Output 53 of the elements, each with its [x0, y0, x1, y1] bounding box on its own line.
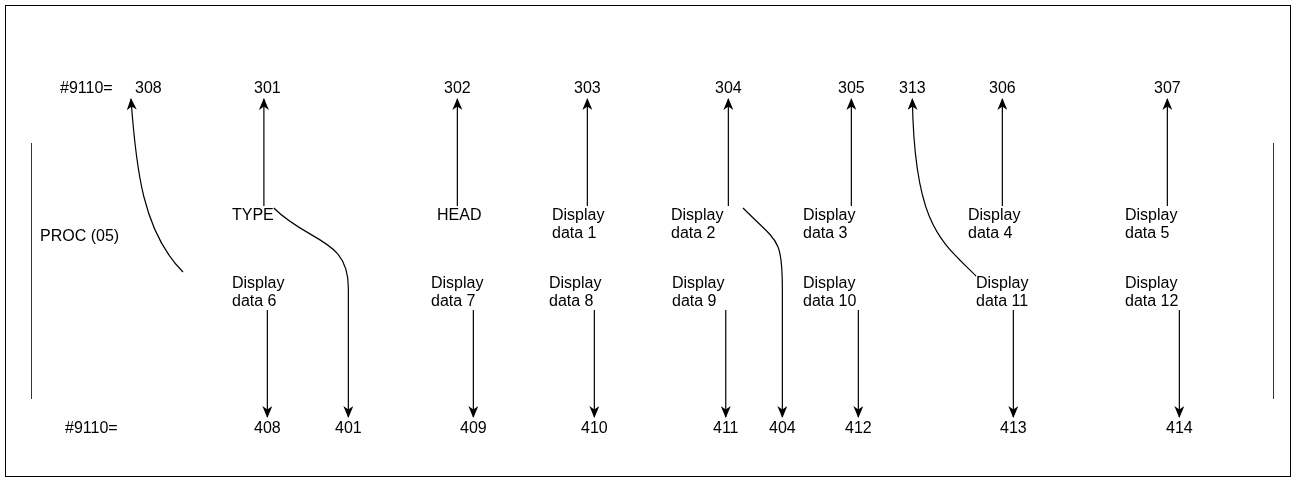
reference-number: 413	[1000, 419, 1027, 437]
data-label: Display data 3	[803, 206, 875, 242]
data-label: Display data 4	[968, 206, 1040, 242]
reference-number: 410	[581, 419, 608, 437]
reference-number: 414	[1166, 419, 1193, 437]
arrow	[1162, 98, 1173, 207]
data-label: Display data 7	[431, 274, 503, 310]
data-label: Display data 2	[671, 206, 743, 242]
arrow	[720, 309, 731, 418]
data-label: HEAD	[437, 206, 482, 224]
reference-number: 305	[838, 79, 865, 97]
arrow	[589, 309, 600, 418]
arrow	[468, 309, 479, 418]
arrow	[997, 98, 1008, 207]
data-label: Display data 9	[672, 274, 744, 310]
text-label: #9110=	[60, 79, 113, 97]
reference-number: 308	[135, 79, 162, 97]
reference-number: 306	[989, 79, 1016, 97]
data-label: Display data 12	[1125, 274, 1197, 310]
arrow	[846, 98, 857, 207]
arrow	[258, 98, 269, 207]
data-label: Display data 6	[232, 274, 304, 310]
data-label: TYPE	[232, 206, 274, 224]
reference-number: 303	[574, 79, 601, 97]
data-label: Display data 1	[552, 206, 624, 242]
arrow	[1008, 309, 1019, 418]
arrow	[1174, 309, 1185, 418]
data-label: Display data 8	[549, 274, 621, 310]
reference-number: 313	[899, 79, 926, 97]
arrow	[126, 98, 184, 273]
text-label: PROC (05)	[40, 227, 120, 245]
arrow	[273, 207, 354, 418]
arrow	[853, 309, 864, 418]
reference-number: 412	[845, 419, 872, 437]
data-label: Display data 5	[1125, 206, 1197, 242]
arrow	[262, 309, 273, 418]
text-label: #9110=	[65, 419, 118, 437]
arrow	[723, 98, 734, 207]
reference-number: 307	[1154, 79, 1181, 97]
reference-number: 304	[715, 79, 742, 97]
arrow	[907, 98, 977, 277]
arrow	[742, 207, 788, 418]
data-label: Display data 11	[976, 274, 1048, 310]
reference-number: 408	[254, 419, 281, 437]
reference-number: 302	[444, 79, 471, 97]
arrow	[582, 98, 593, 207]
reference-number: 401	[335, 419, 362, 437]
data-label: Display data 10	[803, 274, 875, 310]
reference-number: 411	[713, 419, 739, 437]
arrow	[452, 98, 463, 207]
reference-number: 301	[254, 79, 281, 97]
reference-number: 409	[460, 419, 487, 437]
reference-number: 404	[769, 419, 796, 437]
